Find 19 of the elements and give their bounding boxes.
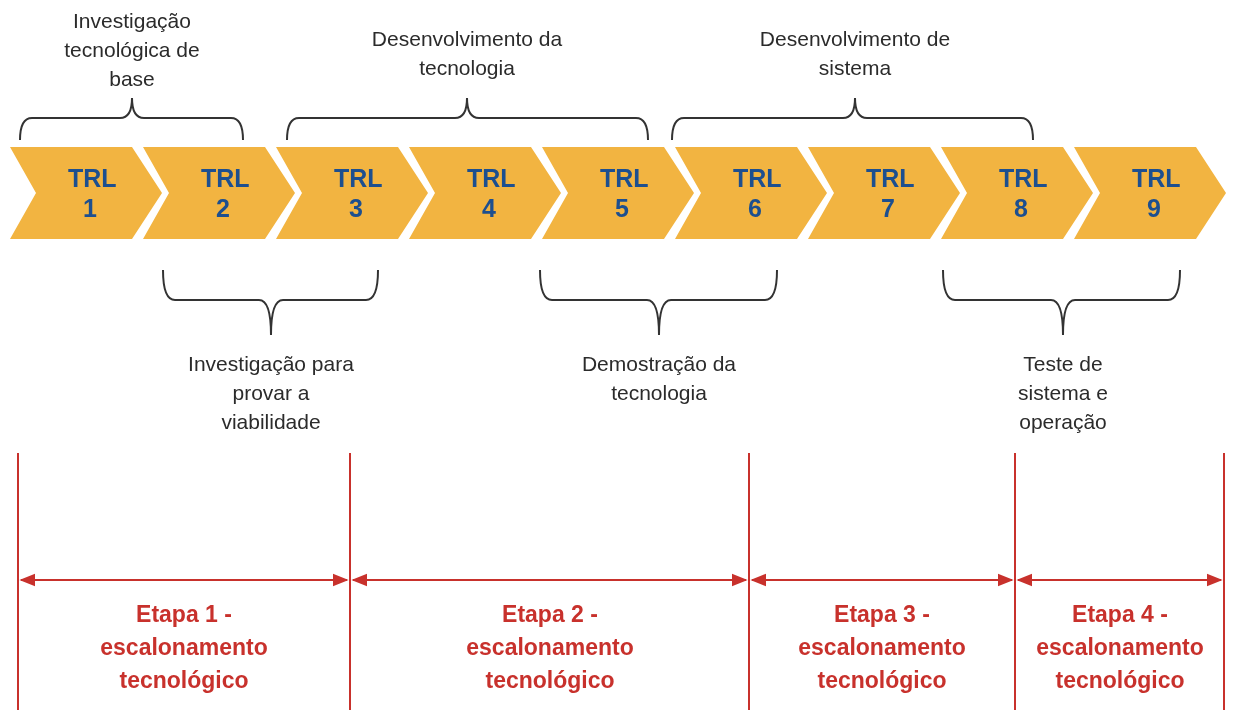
phase-label: Teste de sistema e operação — [1017, 351, 1109, 435]
chevron-step — [143, 147, 295, 239]
chevron-step — [808, 147, 960, 239]
stage-label: Etapa 2 - escalonamento tecnológico — [465, 600, 635, 695]
chevron-step — [941, 147, 1093, 239]
phase-label: Investigação tecnológica de base — [63, 8, 201, 92]
stage-label: Etapa 3 - escalonamento tecnológico — [797, 600, 967, 695]
phase-label: Demostração da tecnologia — [580, 351, 738, 406]
phase-label: Desenvolvimento da tecnologia — [370, 26, 564, 81]
chevron-step — [10, 147, 162, 239]
phase-label: Investigação para provar a viabilidade — [187, 351, 355, 435]
stage-label: Etapa 4 - escalonamento tecnológico — [1035, 600, 1205, 695]
stage-label: Etapa 1 - escalonamento tecnológico — [99, 600, 269, 695]
chevron-step — [276, 147, 428, 239]
chevron-step — [542, 147, 694, 239]
chevron-step — [409, 147, 561, 239]
chevron-step — [1074, 147, 1226, 239]
phase-label: Desenvolvimento de sistema — [758, 26, 952, 81]
chevron-step — [675, 147, 827, 239]
